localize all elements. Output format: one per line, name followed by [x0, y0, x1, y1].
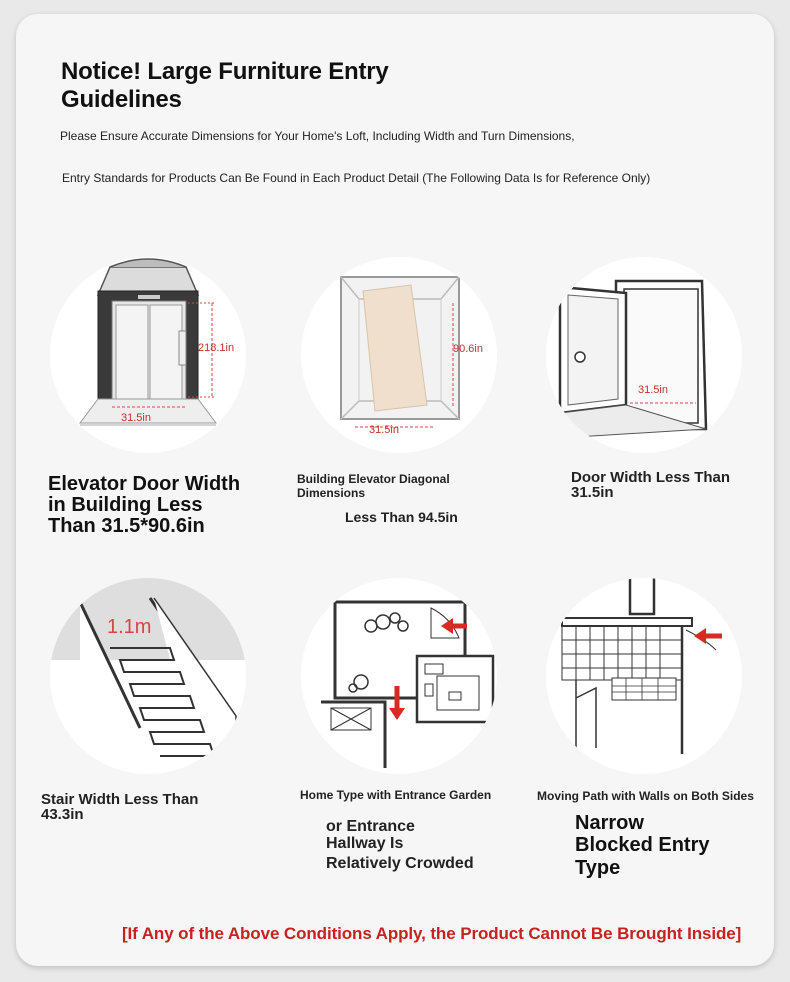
caption-line: Elevator Door Width [48, 473, 241, 495]
caption-line: Relatively Crowded [326, 855, 474, 872]
garden-caption-detail: or Entrance Hallway Is Relatively Crowde… [326, 818, 474, 872]
diagonal-width-label: 31.5in [369, 424, 399, 436]
elevator-width-label: 31.5in [121, 412, 151, 424]
subtitle-reference: Entry Standards for Products Can Be Foun… [62, 171, 651, 185]
title-line-1: Notice! Large Furniture Entry [61, 58, 389, 85]
diagonal-height-label: 90.6in [453, 343, 483, 355]
door-width-illustration [546, 257, 742, 453]
stairs-caption: Stair Width Less Than 43.3in [41, 792, 198, 822]
entrance-garden-illustration [301, 578, 497, 774]
subtitle-dimensions: Please Ensure Accurate Dimensions for Yo… [60, 129, 575, 143]
elevator-height-label: 218.1in [198, 342, 235, 354]
page-title: Notice! Large Furniture Entry Guidelines [61, 58, 481, 114]
caption-line: Door Width Less Than [571, 469, 731, 486]
caption-line: Hallway Is [326, 835, 404, 852]
elevator-caption: Elevator Door Width in Building Less Tha… [48, 474, 240, 537]
narrow-path-illustration [546, 578, 742, 774]
stair-width-label: 1.1m [107, 616, 152, 638]
caption-line: Than 31.5*90.6in [48, 515, 205, 537]
diagonal-caption: Building Elevator Diagonal Dimensions [297, 472, 450, 500]
stairs-illustration [50, 578, 246, 774]
caption-line: Stair Width Less Than [41, 791, 199, 808]
caption-line: Narrow [575, 812, 644, 834]
caption-line: 31.5in [571, 484, 614, 501]
caption-line: Blocked Entry [575, 834, 710, 856]
title-line-2: Guidelines [61, 86, 182, 113]
caption-line: 43.3in [41, 806, 84, 823]
elevator-door-illustration [50, 257, 246, 453]
caption-line: Type [575, 857, 621, 879]
narrow-caption: Moving Path with Walls on Both Sides [537, 789, 754, 803]
elevator-diagonal-illustration [301, 257, 497, 453]
diagonal-limit: Less Than 94.5in [345, 509, 458, 525]
door-caption: Door Width Less Than 31.5in [571, 470, 730, 500]
notice-card [16, 14, 774, 966]
caption-line: Building Elevator Diagonal [297, 472, 450, 486]
caption-line: in Building Less [48, 494, 203, 516]
garden-caption: Home Type with Entrance Garden [300, 788, 492, 802]
caption-line: or Entrance [326, 818, 415, 835]
warning-message: [If Any of the Above Conditions Apply, t… [122, 924, 742, 943]
caption-line: Dimensions [297, 486, 366, 500]
door-width-label: 31.5in [638, 384, 668, 396]
narrow-caption-detail: Narrow Blocked Entry Type [575, 812, 709, 879]
